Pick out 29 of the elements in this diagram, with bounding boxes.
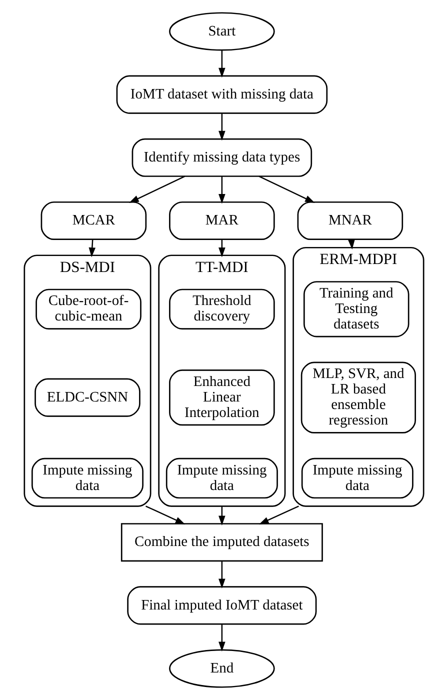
node-box: Enhanced Linear Interpolation	[168, 370, 274, 426]
arrow	[218, 561, 225, 588]
arrow	[218, 113, 225, 141]
node-box: MCAR	[40, 201, 146, 240]
arrow	[88, 240, 96, 258]
arrow	[218, 50, 225, 78]
arrow	[128, 176, 185, 203]
node-box: IoMT dataset with missing data	[116, 75, 328, 114]
node-box: Impute missing data	[31, 458, 143, 499]
node-ellipse: Start	[168, 12, 274, 51]
node-box: Combine the imputed datasets	[120, 523, 322, 562]
node-box: MLP, SVR, and LR based ensemble regression	[300, 362, 416, 434]
arrow	[348, 240, 354, 250]
node-box: Identify missing data types	[131, 138, 312, 177]
arrow	[218, 176, 225, 204]
arrow	[258, 506, 298, 524]
node-box: Impute missing data	[300, 458, 413, 499]
arrow	[144, 506, 185, 524]
node-ellipse: End	[168, 649, 274, 688]
node-box: MAR	[168, 201, 274, 240]
arrow	[258, 176, 314, 203]
arrow	[218, 624, 225, 652]
node-box: Training and Testing datasets	[302, 281, 409, 338]
node-box: Impute missing data	[165, 458, 278, 499]
node-box: Final imputed IoMT dataset	[126, 586, 316, 625]
node-box: ELDC-CSNN	[34, 378, 140, 417]
node-box: Threshold discovery	[168, 288, 274, 330]
arrow	[218, 506, 225, 526]
node-box: Cube-root-of-cubic-mean	[35, 288, 141, 330]
